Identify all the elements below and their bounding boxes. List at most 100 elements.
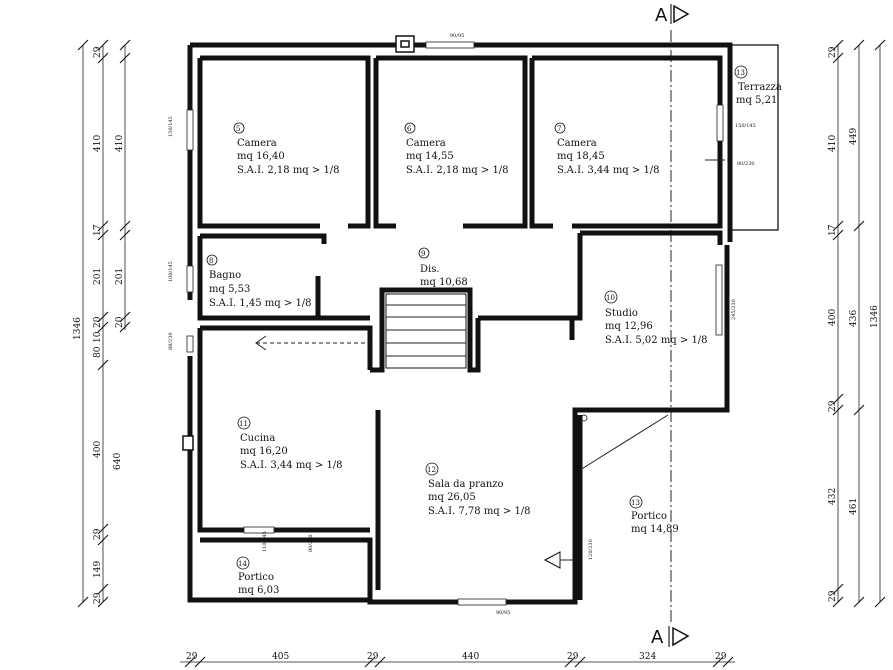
opening-label: 80/230 <box>737 161 755 167</box>
svg-text:Camera: Camera <box>406 138 446 149</box>
svg-text:S.A.I. 2,18 mq > 1/8: S.A.I. 2,18 mq > 1/8 <box>406 165 509 176</box>
svg-text:29: 29 <box>186 652 198 662</box>
svg-text:mq 6,03: mq 6,03 <box>238 585 279 596</box>
svg-text:mq 10,68: mq 10,68 <box>420 277 468 288</box>
section-arrow-bottom <box>672 626 690 647</box>
opening-label: 90/95 <box>496 610 510 616</box>
opening-label: 88/230 <box>168 332 174 350</box>
svg-text:436: 436 <box>849 310 859 327</box>
svg-text:9: 9 <box>421 250 425 258</box>
svg-text:17: 17 <box>93 224 103 236</box>
svg-text:17: 17 <box>828 224 838 236</box>
svg-text:640: 640 <box>113 453 123 470</box>
svg-text:mq 5,21: mq 5,21 <box>736 95 777 106</box>
svg-text:mq 12,96: mq 12,96 <box>605 321 653 332</box>
svg-text:201: 201 <box>115 268 125 285</box>
terrazza-outline <box>729 44 779 231</box>
svg-text:29: 29 <box>715 652 727 662</box>
windows <box>186 41 725 606</box>
flue-box-top <box>395 35 415 53</box>
room-camera-6: 6 Camera mq 14,55 S.A.I. 2,18 mq > 1/8 <box>404 122 509 176</box>
bottom-dimensions: 29 405 29 440 29 324 29 <box>180 652 735 668</box>
opening-label: 150/145 <box>168 116 174 137</box>
room-terrazza-13: 13 Terrazza mq 5,21 <box>734 65 782 106</box>
svg-text:Terrazza: Terrazza <box>738 82 782 93</box>
flue-box-left <box>182 435 194 451</box>
interior-walls <box>197 55 723 600</box>
svg-text:8: 8 <box>209 257 213 265</box>
svg-text:mq 18,45: mq 18,45 <box>557 151 605 162</box>
section-marker-top: A <box>655 4 690 26</box>
svg-text:11: 11 <box>239 420 248 428</box>
opening-label: 110/145 <box>262 531 268 552</box>
svg-text:80: 80 <box>93 346 103 358</box>
svg-text:29: 29 <box>828 590 838 602</box>
svg-text:mq 26,05: mq 26,05 <box>428 492 476 503</box>
flue-inner-top <box>400 40 410 48</box>
section-letter-bottom: A <box>651 627 664 648</box>
svg-text:410: 410 <box>115 135 125 152</box>
svg-text:410: 410 <box>93 135 103 152</box>
opening-label: 100/145 <box>168 261 174 282</box>
svg-text:Camera: Camera <box>237 138 277 149</box>
svg-text:14: 14 <box>238 560 247 568</box>
svg-text:Bagno: Bagno <box>209 270 241 281</box>
svg-text:449: 449 <box>849 128 859 145</box>
svg-text:149: 149 <box>93 561 103 578</box>
svg-text:mq 14,89: mq 14,89 <box>631 524 679 535</box>
left-dimensions: 1346 29 410 17 201 20 10 80 400 640 29 1… <box>73 39 131 608</box>
svg-text:13: 13 <box>631 499 640 507</box>
svg-text:mq 14,55: mq 14,55 <box>406 151 454 162</box>
svg-text:S.A.I. 3,44 mq > 1/8: S.A.I. 3,44 mq > 1/8 <box>240 460 343 471</box>
svg-text:S.A.I. 7,78 mq > 1/8: S.A.I. 7,78 mq > 1/8 <box>428 506 531 517</box>
svg-text:29: 29 <box>367 652 379 662</box>
column-marker <box>580 414 588 422</box>
dim-right-total: 1346 <box>870 305 880 328</box>
dim-left-total: 1346 <box>73 317 83 340</box>
svg-text:7: 7 <box>557 125 561 133</box>
section-marker-bottom: A <box>651 626 690 648</box>
svg-text:400: 400 <box>828 309 838 326</box>
room-dis-9: 9 Dis. mq 10,68 <box>418 247 468 288</box>
section-letter-top: A <box>655 5 668 26</box>
svg-text:mq 16,40: mq 16,40 <box>237 151 285 162</box>
room-sala-12: 12 Sala da pranzo mq 26,05 S.A.I. 7,78 m… <box>425 462 531 517</box>
opening-label: 90/95 <box>450 33 464 39</box>
svg-text:29: 29 <box>93 46 103 58</box>
svg-text:324: 324 <box>639 652 656 662</box>
room-bagno-8: 8 Bagno mq 5,53 S.A.I. 1,45 mq > 1/8 <box>206 254 312 309</box>
room-portico-13: 13 Portico mq 14,89 <box>629 495 679 535</box>
svg-text:29: 29 <box>828 46 838 58</box>
room-camera-5: 5 Camera mq 16,40 S.A.I. 2,18 mq > 1/8 <box>233 122 340 176</box>
room-cucina-11: 11 Cucina mq 16,20 S.A.I. 3,44 mq > 1/8 <box>237 416 343 471</box>
opening-label: 245/230 <box>731 299 737 320</box>
svg-text:Sala da pranzo: Sala da pranzo <box>428 479 504 490</box>
svg-text:29: 29 <box>93 528 103 540</box>
stair-arrow <box>255 335 370 351</box>
opening-label: 80/230 <box>308 534 314 552</box>
svg-text:S.A.I. 5,02 mq > 1/8: S.A.I. 5,02 mq > 1/8 <box>605 335 708 346</box>
svg-text:12: 12 <box>427 466 436 474</box>
room-portico-14: 14 Portico mq 6,03 <box>236 556 279 596</box>
room-camera-7: 7 Camera mq 18,45 S.A.I. 3,44 mq > 1/8 <box>554 122 660 176</box>
svg-text:10: 10 <box>606 294 615 302</box>
svg-text:Portico: Portico <box>238 572 274 583</box>
svg-text:13: 13 <box>736 69 745 77</box>
staircase <box>385 293 467 369</box>
svg-text:Cucina: Cucina <box>240 433 275 444</box>
svg-text:405: 405 <box>272 652 289 662</box>
svg-text:mq 16,20: mq 16,20 <box>240 446 288 457</box>
svg-text:20: 20 <box>115 316 125 328</box>
room-studio-10: 10 Studio mq 12,96 S.A.I. 5,02 mq > 1/8 <box>604 290 708 346</box>
svg-text:6: 6 <box>407 125 412 133</box>
svg-text:Dis.: Dis. <box>420 264 440 275</box>
svg-text:mq 5,53: mq 5,53 <box>209 284 250 295</box>
opening-label: 120/230 <box>588 539 594 560</box>
opening-labels: 90/95 150/145 150/145 80/230 100/145 245… <box>168 33 756 616</box>
right-dimensions: 29 410 17 400 29 432 29 449 436 461 1346 <box>828 39 886 608</box>
svg-text:461: 461 <box>849 498 859 515</box>
svg-text:S.A.I. 1,45 mq > 1/8: S.A.I. 1,45 mq > 1/8 <box>209 298 312 309</box>
svg-text:S.A.I. 2,18 mq > 1/8: S.A.I. 2,18 mq > 1/8 <box>237 165 340 176</box>
portico-diagonal <box>579 414 669 471</box>
